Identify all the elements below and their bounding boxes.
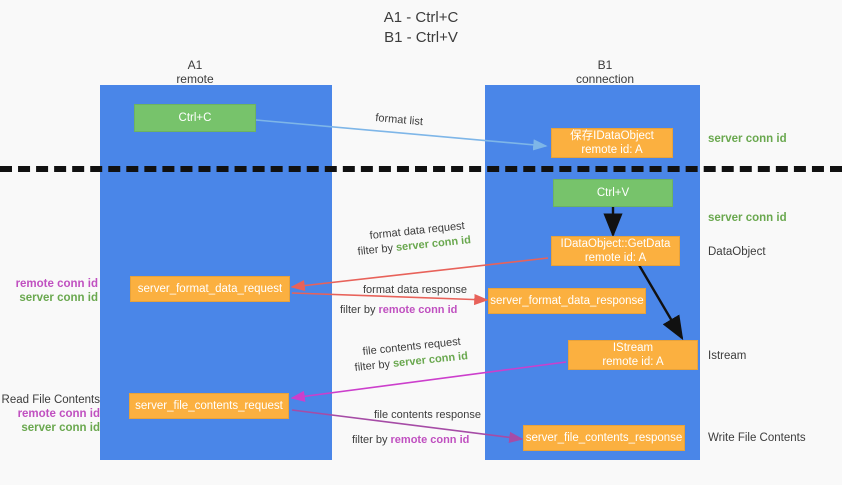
box-save-idataobject-line1: 保存IDataObject	[570, 130, 654, 142]
column-header-a1: A1 remote	[120, 58, 270, 86]
box-save-idataobject[interactable]: 保存IDataObject remote id: A	[551, 128, 673, 158]
margin-read-file-contents: Read File Contents	[1, 394, 100, 406]
margin-remote-conn-id-1: remote conn id	[15, 278, 98, 290]
margin-remote-conn-id-2: remote conn id	[17, 408, 100, 420]
filter-prefix: filter by	[340, 304, 379, 316]
margin-read-file-contents-group: Read File Contents remote conn id server…	[0, 393, 100, 435]
column-header-b1: B1 connection	[530, 58, 680, 86]
title-line-2: B1 - Ctrl+V	[384, 29, 458, 46]
column-a1-sub: remote	[176, 72, 214, 86]
box-server-file-contents-request[interactable]: server_file_contents_request	[129, 393, 289, 419]
box-server-format-data-request-label: server_format_data_request	[137, 283, 283, 295]
box-server-format-data-request[interactable]: server_format_data_request	[130, 276, 290, 302]
box-save-idataobject-line2: remote id: A	[581, 144, 643, 156]
box-server-file-contents-response-label: server_file_contents_response	[525, 432, 683, 444]
box-ctrl-v-label: Ctrl+V	[596, 187, 630, 199]
column-b1-name: B1	[597, 58, 613, 72]
box-server-file-contents-response[interactable]: server_file_contents_response	[523, 425, 685, 451]
margin-server-conn-id-2: server conn id	[21, 422, 100, 434]
column-b1-sub: connection	[575, 72, 635, 86]
arrow-label-file-contents-response-filter: filter by remote conn id	[352, 433, 469, 448]
filter-value-remote-conn-id: remote conn id	[390, 434, 470, 446]
filter-prefix: filter by	[354, 357, 394, 374]
box-server-file-contents-request-label: server_file_contents_request	[135, 400, 283, 412]
filter-value-remote-conn-id: remote conn id	[378, 304, 458, 316]
box-server-format-data-response[interactable]: server_format_data_response	[488, 288, 646, 314]
label-istream: Istream	[708, 350, 747, 362]
label-write-file-contents: Write File Contents	[708, 432, 806, 444]
arrow-label-file-contents-response: file contents response	[374, 409, 482, 421]
margin-server-conn-id-1: server conn id	[19, 292, 98, 304]
box-getdata-line1: IDataObject::GetData	[560, 238, 671, 250]
filter-prefix: filter by	[352, 434, 391, 446]
page-title: A1 - Ctrl+C B1 - Ctrl+V	[0, 8, 842, 48]
box-getdata-line2: remote id: A	[584, 252, 647, 264]
arrow-label-format-list: format list	[374, 111, 424, 129]
box-istream-line1: IStream	[612, 342, 654, 354]
column-a1-name: A1	[187, 58, 203, 72]
box-ctrl-c[interactable]: Ctrl+C	[134, 104, 256, 132]
filter-prefix: filter by	[357, 241, 397, 258]
separator-dashed-line	[0, 166, 842, 172]
box-istream[interactable]: IStream remote id: A	[568, 340, 698, 370]
box-ctrl-c-label: Ctrl+C	[178, 112, 212, 124]
box-ctrl-v[interactable]: Ctrl+V	[553, 179, 673, 207]
label-dataobject: DataObject	[708, 246, 766, 258]
box-istream-line2: remote id: A	[602, 356, 664, 368]
label-server-conn-id-top: server conn id	[708, 133, 787, 145]
box-server-format-data-response-label: server_format_data_response	[490, 295, 644, 307]
box-idataobject-getdata[interactable]: IDataObject::GetData remote id: A	[551, 236, 680, 266]
margin-conn-ids-upper: remote conn id server conn id	[0, 277, 98, 305]
arrow-label-format-data-response-filter: filter by remote conn id	[340, 303, 457, 318]
arrow-label-format-data-response: format data response	[363, 284, 467, 296]
label-server-conn-id-mid: server conn id	[708, 212, 787, 224]
title-line-1: A1 - Ctrl+C	[383, 9, 459, 26]
